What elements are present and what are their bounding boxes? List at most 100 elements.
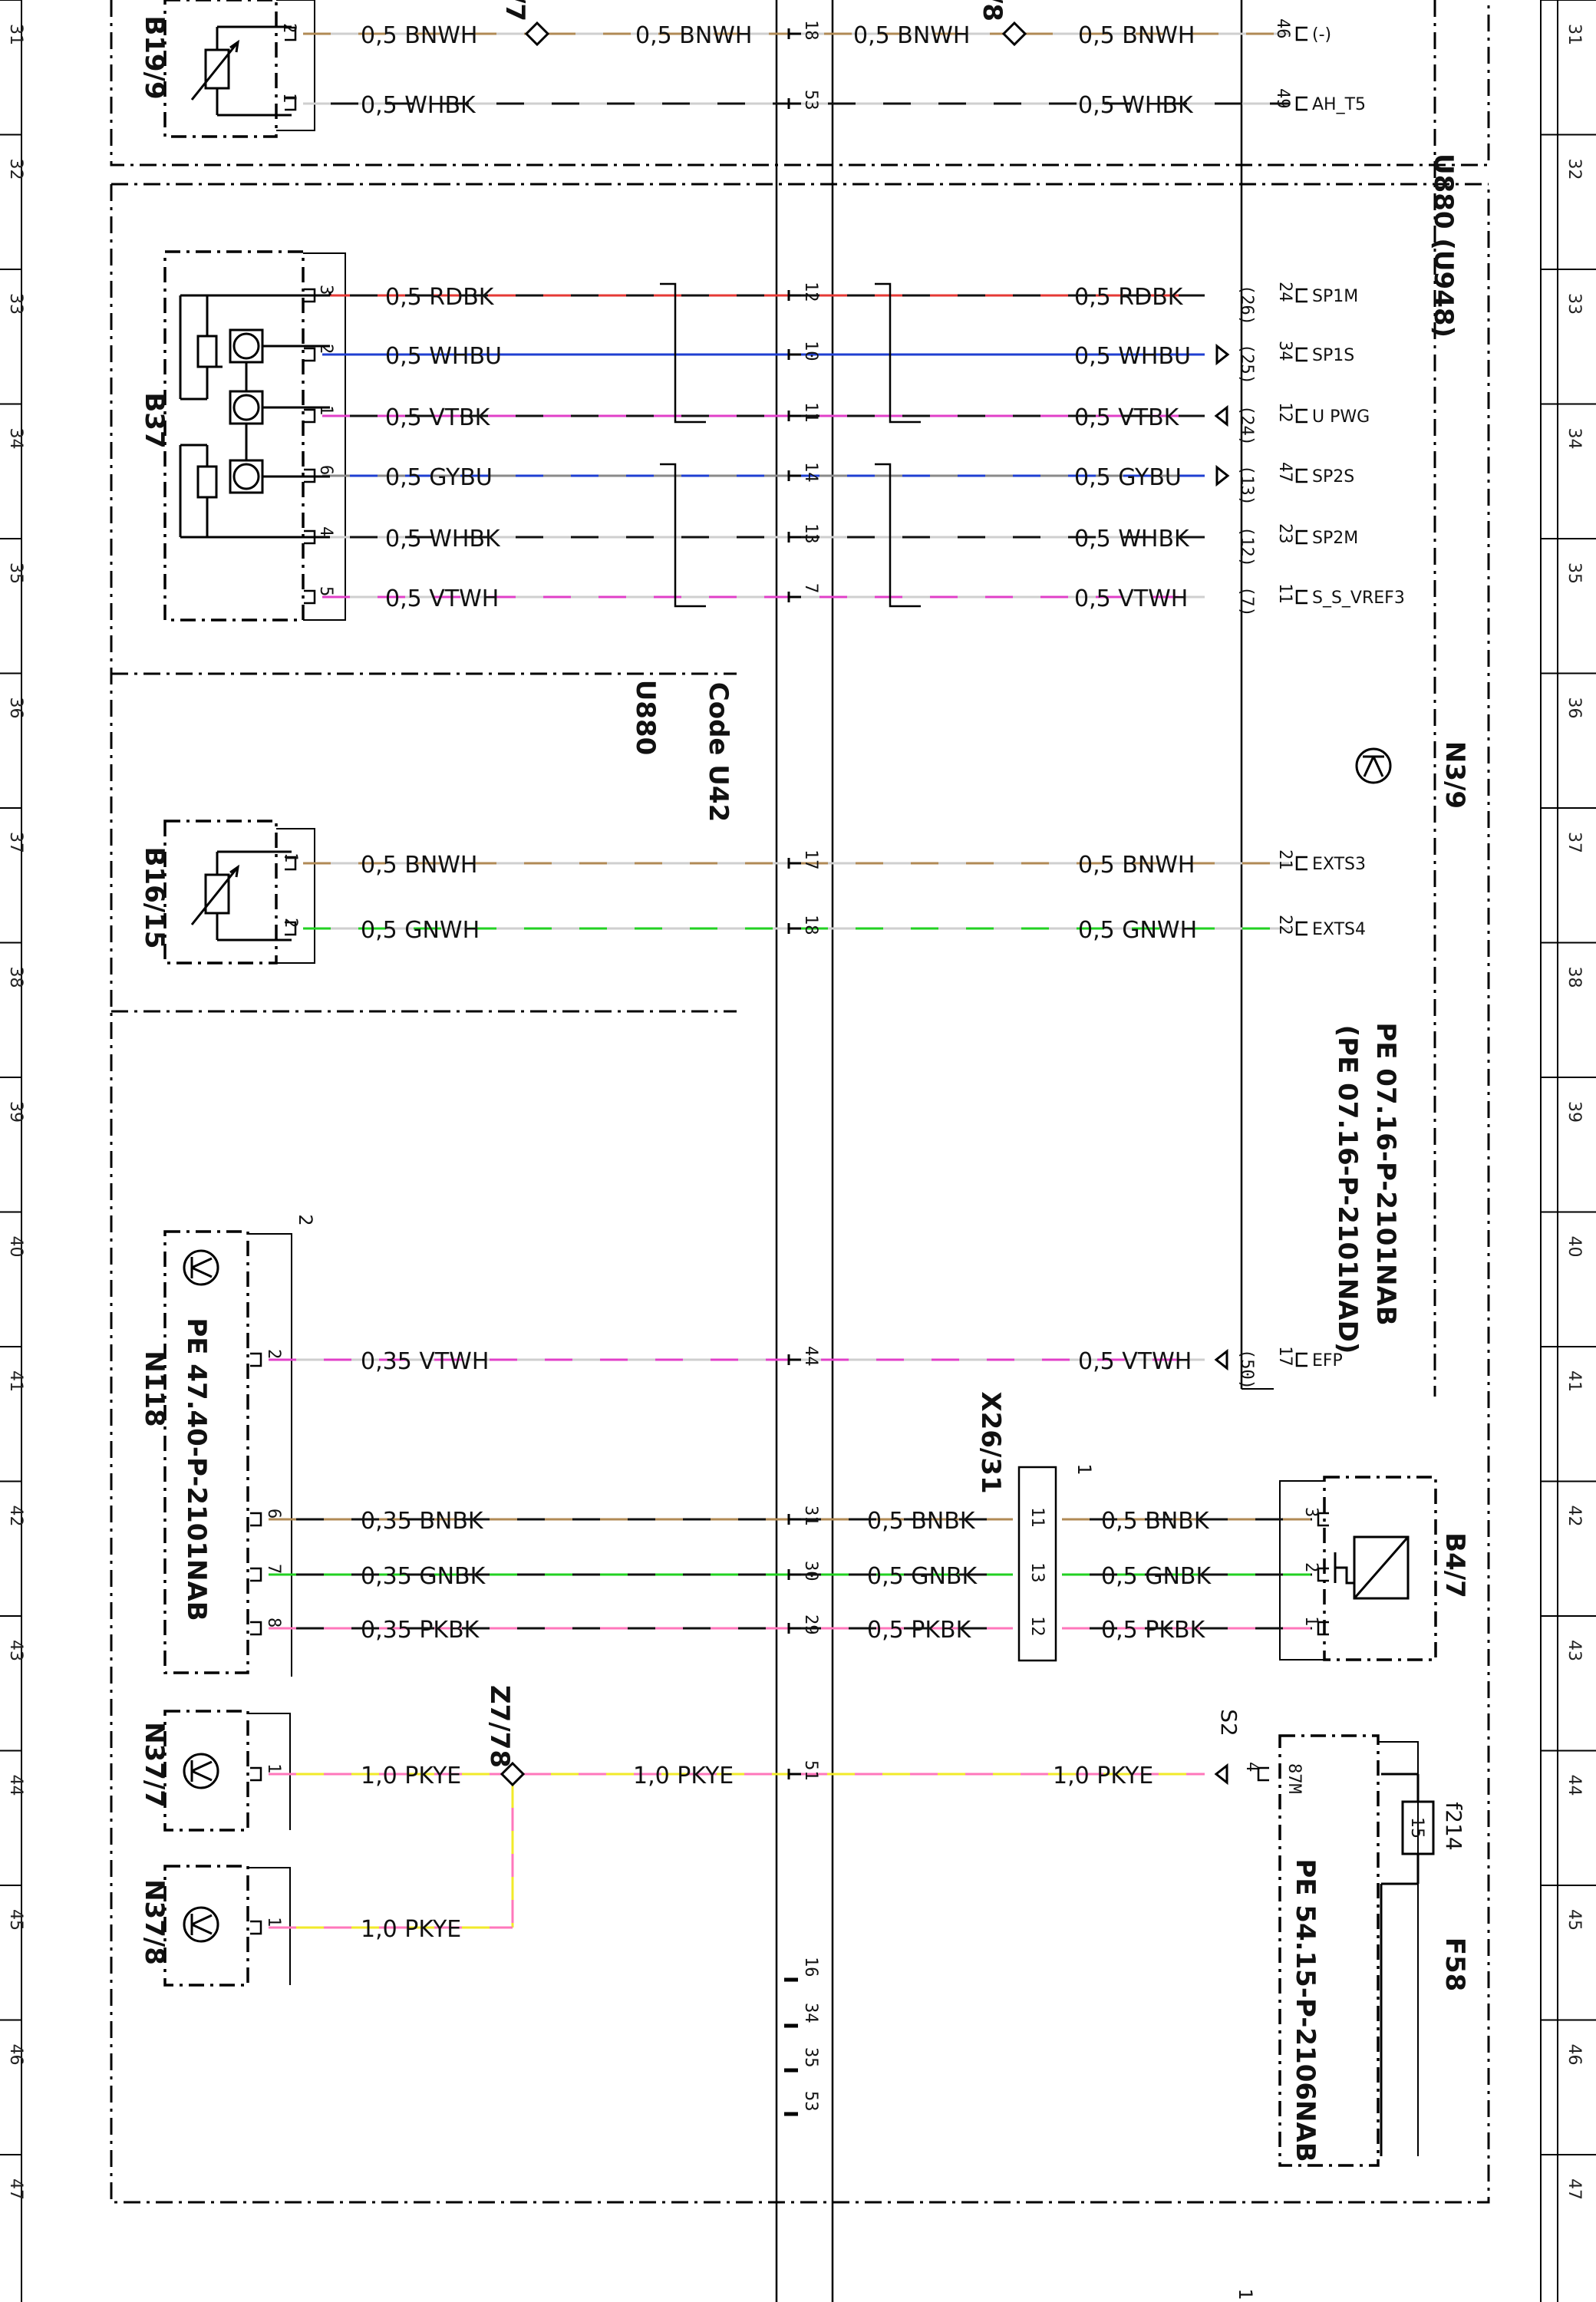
connector-pin-number: 30 [801,1561,820,1581]
pin-left [304,589,316,605]
arrow-right-icon [1215,343,1230,366]
pin-number: 3 [1301,1507,1321,1517]
thermistor-icon [190,25,292,117]
label-u880-u948: U880 (U948) [1428,153,1459,338]
pin-number: 17 [1275,1346,1294,1367]
wire-label: 0,5 WHBK [361,92,476,119]
unused-pin-number: 35 [801,2047,820,2068]
transistor-icon [183,747,1392,1943]
wire-label: 0,5 VTWH [385,585,499,612]
pin-number: 5 [316,586,335,596]
pin-right [1317,1512,1329,1527]
alt-pin-number: (12) [1237,526,1256,567]
label-b37: B37 [139,392,170,448]
connector-pin-number: 11 [801,402,820,423]
pressure-sensor-icon [1334,1535,1410,1600]
pin-left [285,921,297,936]
signal-name: SP1S [1312,346,1354,365]
label-n118-top-pin: 2 [295,1214,316,1225]
pin-right [1295,589,1307,605]
signal-name: (-) [1312,25,1331,45]
pin-right [1295,347,1307,362]
grid-row-label-right: 47 [1565,2178,1584,2200]
pin-right [1295,529,1307,545]
connector-pin-number: 11 [1027,1507,1047,1528]
connector-tick [787,98,801,109]
label-x26-31: X26/31 [975,1391,1006,1493]
pin-bracket [1317,1621,1329,1636]
alt-pin-number: (24) [1237,405,1256,446]
label-fuse-value: 15 [1407,1817,1426,1839]
pin-bracket [1317,1567,1329,1582]
pin-right [1295,921,1307,936]
wire-label: 0,5 RDBK [1074,284,1184,311]
pin-left [304,347,316,362]
label-b16-15: B16/15 [139,847,170,949]
grid-row-label-right: 46 [1565,2044,1584,2066]
pin-right [1295,26,1307,41]
arrow-left-icon [1214,1763,1228,1786]
pin-bracket [1295,1352,1307,1367]
alt-pin-number: (26) [1237,285,1256,325]
grid-row-label-right: 39 [1565,1101,1584,1123]
pin-number: 1 [279,93,298,103]
connector-pin-number: 18 [801,20,820,41]
pin-number: 2 [281,918,300,928]
signal-name: SP2S [1312,467,1354,486]
fuse-icon [1380,1773,1435,2156]
pe-ref-n3-9-a: PE 07.16-P-2101NAB [1370,1022,1401,1325]
grid-row-label-left: 42 [6,1506,25,1527]
grid-row-label-left: 47 [6,2178,25,2200]
wire-label: 0,5 VTWH [1078,1348,1192,1375]
grid-row-label-left: 36 [6,698,25,719]
wire-label: 0,5 VTWH [1074,585,1188,612]
wire-label: 0,5 BNWH [853,22,971,49]
connector-pin-number: 53 [801,90,820,110]
pin-bracket [250,1766,262,1782]
grid-row-label-right: 41 [1565,1370,1584,1392]
pin-bracket [250,1920,262,1935]
pin-bracket [1295,408,1307,424]
wire-label: 0,5 BNWH [361,852,478,879]
wire-label: 0,5 WHBK [1074,526,1190,552]
pin-bracket [1317,1512,1329,1527]
signal-name: U PWG [1312,407,1370,427]
component-outlines [248,0,1419,2156]
component-boxes [163,0,1437,2167]
pin-bracket [1295,468,1307,483]
pin-number: 2 [1301,1562,1321,1572]
grid-row-label-right: 37 [1565,832,1584,853]
connector-tick [787,592,801,602]
grid-row-label-right: 35 [1565,562,1584,584]
pin-number: 34 [1275,341,1294,361]
grid-row-label-left: 43 [6,1640,25,1661]
grid-row-label-left: 34 [6,428,25,450]
label-frag-8: /8 [977,0,1007,21]
pin-bracket [285,921,297,936]
alt-pin-number: (25) [1237,344,1256,384]
connector-pin-number: 17 [801,849,820,870]
wire-label: 1,0 PKYE [361,1763,461,1789]
grid-row-label-left: 46 [6,2044,25,2066]
label-frag-7: /7 [500,0,530,21]
unused-pin-number: 34 [801,2003,820,2023]
label-b4-7: B4/7 [1439,1532,1470,1598]
pin-number: 1 [264,1763,283,1773]
pin-number: 3 [316,285,335,295]
pin-bracket [1295,347,1307,362]
pin-number: 4 [1242,1762,1261,1772]
pin-bracket [250,1352,262,1367]
connector-tick [787,411,801,421]
wire-label: 0,5 BNBK [1101,1508,1210,1535]
wire-label: 0,35 BNBK [361,1508,484,1535]
wire-label: 0,5 WHBU [385,343,502,370]
connector-tick [787,1514,801,1525]
pin-number: 12 [1275,402,1294,423]
connector-tick [787,290,801,301]
pin-number: 1 [1301,1616,1321,1626]
label-n37-7: N37/7 [139,1722,170,1808]
wire-label: 0,5 BNWH [1078,852,1195,879]
